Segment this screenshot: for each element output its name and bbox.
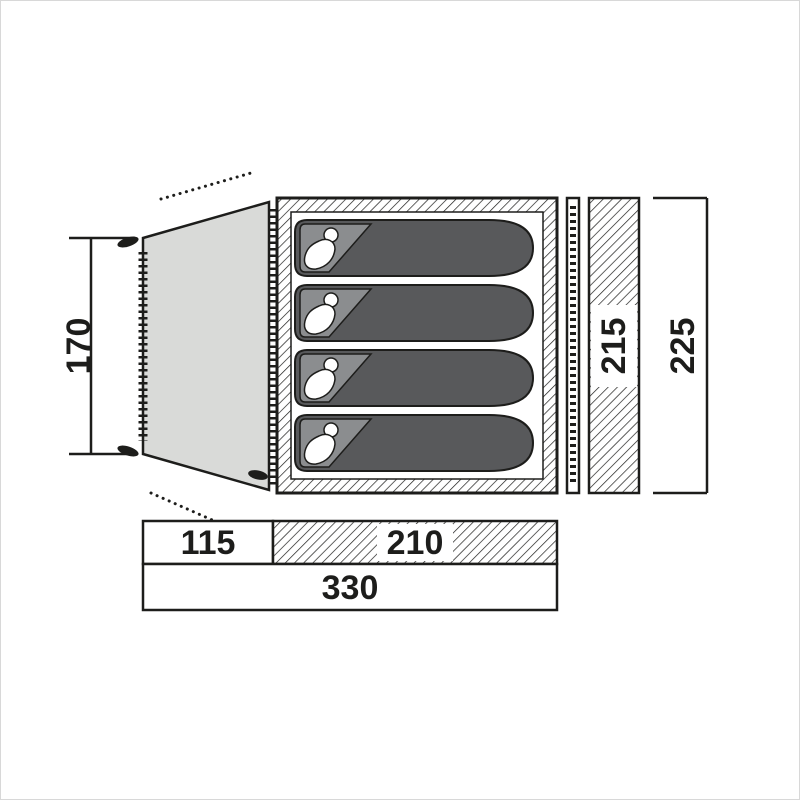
porch-outline bbox=[141, 200, 271, 492]
dim-210-label-bg bbox=[377, 524, 453, 561]
sleeping-bag-1 bbox=[294, 219, 534, 277]
dim-inner-depth: 215 bbox=[587, 196, 641, 495]
sleeping-bag-3 bbox=[294, 349, 534, 407]
dim-330-box bbox=[141, 562, 559, 612]
guyline-top-icon bbox=[159, 171, 253, 201]
dim-115-box bbox=[141, 519, 275, 566]
guyline-bottom-icon bbox=[149, 491, 221, 525]
dim-widths: 115 210 330 bbox=[141, 519, 559, 612]
dim-225-label: 225 bbox=[664, 318, 702, 375]
dim-210-label: 210 bbox=[387, 524, 444, 562]
dim-porch-height: 170 bbox=[60, 236, 135, 456]
dim-215-label: 215 bbox=[595, 318, 633, 375]
peg-bottom-left-icon bbox=[117, 445, 139, 457]
dim-total-depth: 225 bbox=[653, 196, 709, 495]
peg-cabin-corner-icon bbox=[248, 470, 268, 480]
peg-top-left-icon bbox=[117, 236, 139, 248]
sleeping-bag-4 bbox=[294, 414, 534, 472]
dim-170-label: 170 bbox=[60, 318, 98, 375]
dim-115-label: 115 bbox=[181, 524, 236, 562]
sleeping-bag-2 bbox=[294, 284, 534, 342]
dim-330-label: 330 bbox=[322, 569, 379, 607]
dim-215-label-bg bbox=[591, 305, 637, 387]
